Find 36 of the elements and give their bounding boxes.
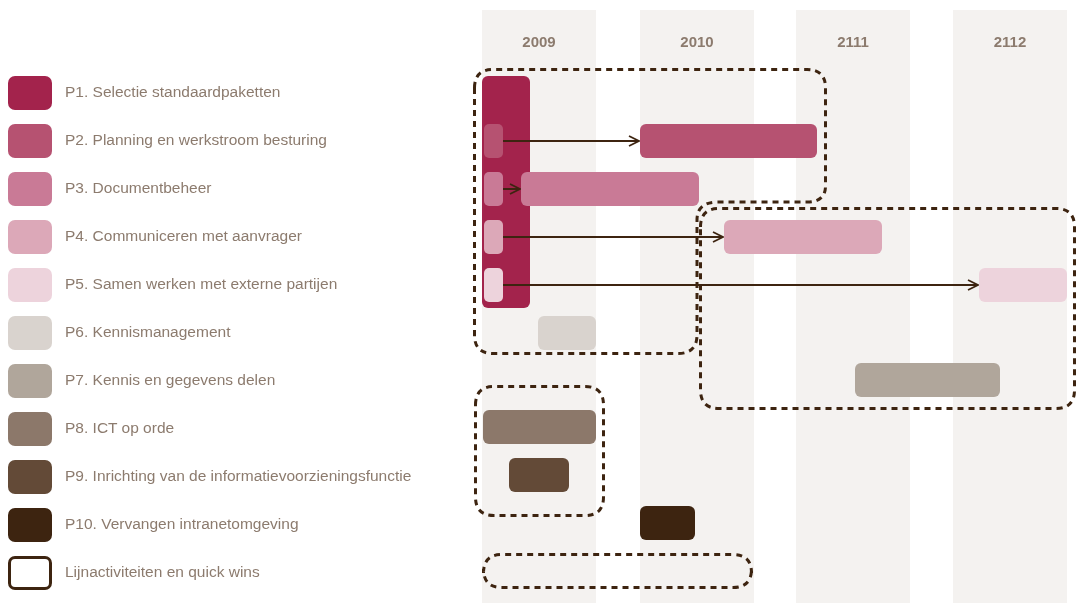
legend-label: Lijnactiviteiten en quick wins — [65, 562, 260, 582]
legend-label: P7. Kennis en gegevens delen — [65, 370, 276, 390]
legend-label: P8. ICT op orde — [65, 418, 175, 438]
start-marker — [484, 124, 503, 158]
dashed-group-outline — [699, 207, 1076, 410]
legend-label: P10. Vervangen intranetomgeving — [65, 514, 299, 534]
timeline-bar — [521, 172, 699, 206]
timeline-bar — [538, 316, 596, 350]
dashed-group-outline — [482, 553, 753, 589]
timeline-bar — [509, 458, 569, 492]
arrow — [502, 135, 640, 147]
timeline-bar — [483, 410, 596, 444]
legend-label: P1. Selectie standaardpaketten — [65, 82, 281, 102]
legend-label: P5. Samen werken met externe partijen — [65, 274, 338, 294]
start-marker — [484, 268, 503, 302]
timeline-bar — [482, 76, 530, 308]
legend-label: P9. Inrichting van de informatievoorzieningsfunctie — [65, 466, 412, 486]
arrow — [502, 279, 979, 291]
legend-label: P3. Documentbeheer — [65, 178, 212, 198]
legend-label: P4. Communiceren met aanvrager — [65, 226, 302, 246]
year-label: 2009 — [521, 32, 557, 52]
legend-label: P2. Planning en werkstroom besturing — [65, 130, 327, 150]
start-marker — [484, 220, 503, 254]
timeline-bar — [979, 268, 1067, 302]
dashed-group-outline — [474, 385, 605, 517]
year-label: 2112 — [992, 32, 1028, 52]
legend-label: P6. Kennismanagement — [65, 322, 231, 342]
start-marker — [484, 172, 503, 206]
timeline-bar — [640, 124, 817, 158]
timeline-bar — [855, 363, 1000, 397]
timeline-bar — [724, 220, 882, 254]
arrow — [502, 231, 724, 243]
year-label: 2010 — [679, 32, 715, 52]
arrow — [502, 183, 521, 195]
year-label: 2111 — [836, 32, 870, 52]
timeline-bar — [640, 506, 695, 540]
